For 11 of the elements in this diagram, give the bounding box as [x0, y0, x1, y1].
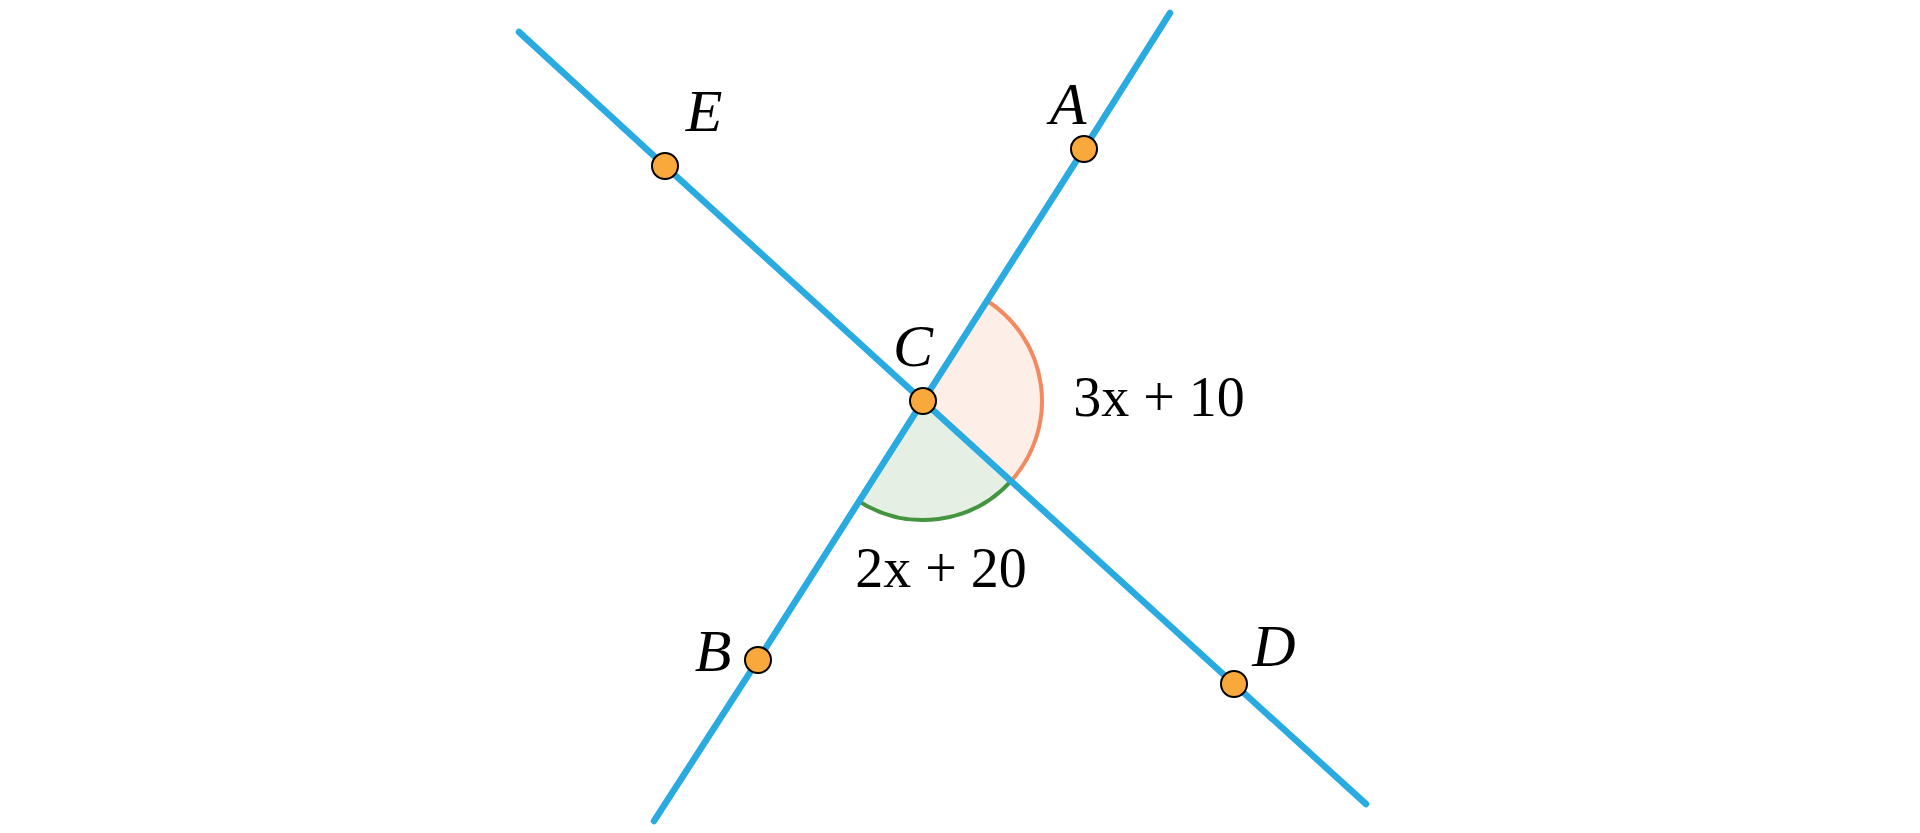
angle-label: 3x + 10: [1073, 369, 1245, 425]
line-segment: [672, 172, 916, 395]
point-label: C: [893, 316, 933, 376]
line-segment: [930, 407, 1227, 678]
line-segment: [515, 28, 658, 160]
angle-label: 2x + 20: [855, 540, 1027, 596]
line-segment: [650, 668, 754, 825]
line-segment: [1241, 690, 1370, 808]
point-label: D: [1252, 616, 1296, 676]
point-label: E: [685, 81, 723, 141]
point-label: B: [694, 621, 732, 681]
